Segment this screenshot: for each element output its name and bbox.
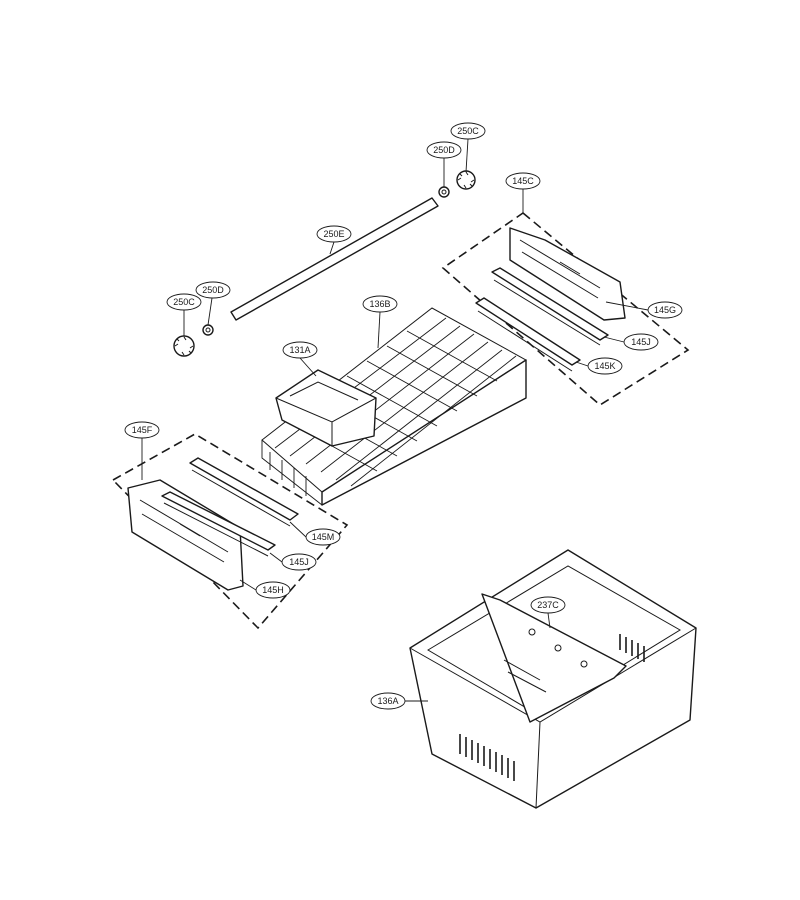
rail-bracket-145J-right: [491, 267, 609, 346]
callout-label: 145F: [132, 425, 153, 435]
callout-250D-top: 250D: [426, 141, 462, 159]
hatch-marks-front: [459, 734, 515, 781]
hatch-marks-back: [619, 634, 645, 662]
callout-131A: 131A: [282, 341, 318, 359]
callout-145J-right: 145J: [623, 333, 659, 351]
callout-label: 250C: [457, 126, 479, 136]
callout-label: 145C: [512, 176, 534, 186]
rail-cover-145H: [127, 479, 244, 591]
callout-label: 131A: [289, 345, 310, 355]
callout-145G: 145G: [647, 301, 683, 319]
callout-250D-left: 250D: [195, 281, 231, 299]
callout-label: 136B: [369, 299, 390, 309]
rail-bracket-145J-left: [161, 491, 276, 557]
callout-136A: 136A: [370, 692, 406, 710]
callout-label: 250D: [433, 145, 455, 155]
leader-lines: [141, 138, 649, 702]
callout-label: 136A: [377, 696, 398, 706]
rod-250E: [230, 197, 439, 321]
callout-250C-left: 250C: [166, 293, 202, 311]
callout-145K: 145K: [587, 357, 623, 375]
callout-250E: 250E: [316, 225, 352, 243]
callout-label: 250C: [173, 297, 195, 307]
callout-237C: 237C: [530, 596, 566, 614]
callout-label: 145G: [654, 305, 676, 315]
rail-slide-145K: [475, 297, 581, 372]
rail-cover-145G: [509, 227, 626, 321]
callout-label: 145M: [312, 532, 335, 542]
rail-slide-145M: [189, 457, 299, 527]
left-rail-assembly: [111, 433, 349, 630]
callout-136B: 136B: [362, 295, 398, 313]
callout-145J-left: 145J: [281, 553, 317, 571]
callout-label: 145H: [262, 585, 284, 595]
callout-label: 250E: [323, 229, 344, 239]
callout-label: 145K: [594, 361, 615, 371]
gear-250C-left: [173, 335, 195, 357]
callout-label: 250D: [202, 285, 224, 295]
small-bin-131A: [275, 369, 377, 447]
callout-145H: 145H: [255, 581, 291, 599]
callout-label: 145J: [289, 557, 309, 567]
right-rail-assembly: [441, 211, 690, 406]
callout-label: 237C: [537, 600, 559, 610]
washer-250D-top: [438, 186, 450, 198]
divider-237C: [481, 593, 627, 723]
right-group-dashed-box: [441, 211, 690, 406]
callout-label: 145J: [631, 337, 651, 347]
gear-250C-top: [456, 170, 476, 190]
callout-145C: 145C: [505, 172, 541, 190]
washer-250D-left: [202, 324, 214, 336]
callout-145F: 145F: [124, 421, 160, 439]
callout-145M: 145M: [305, 528, 341, 546]
callout-250C-top: 250C: [450, 122, 486, 140]
